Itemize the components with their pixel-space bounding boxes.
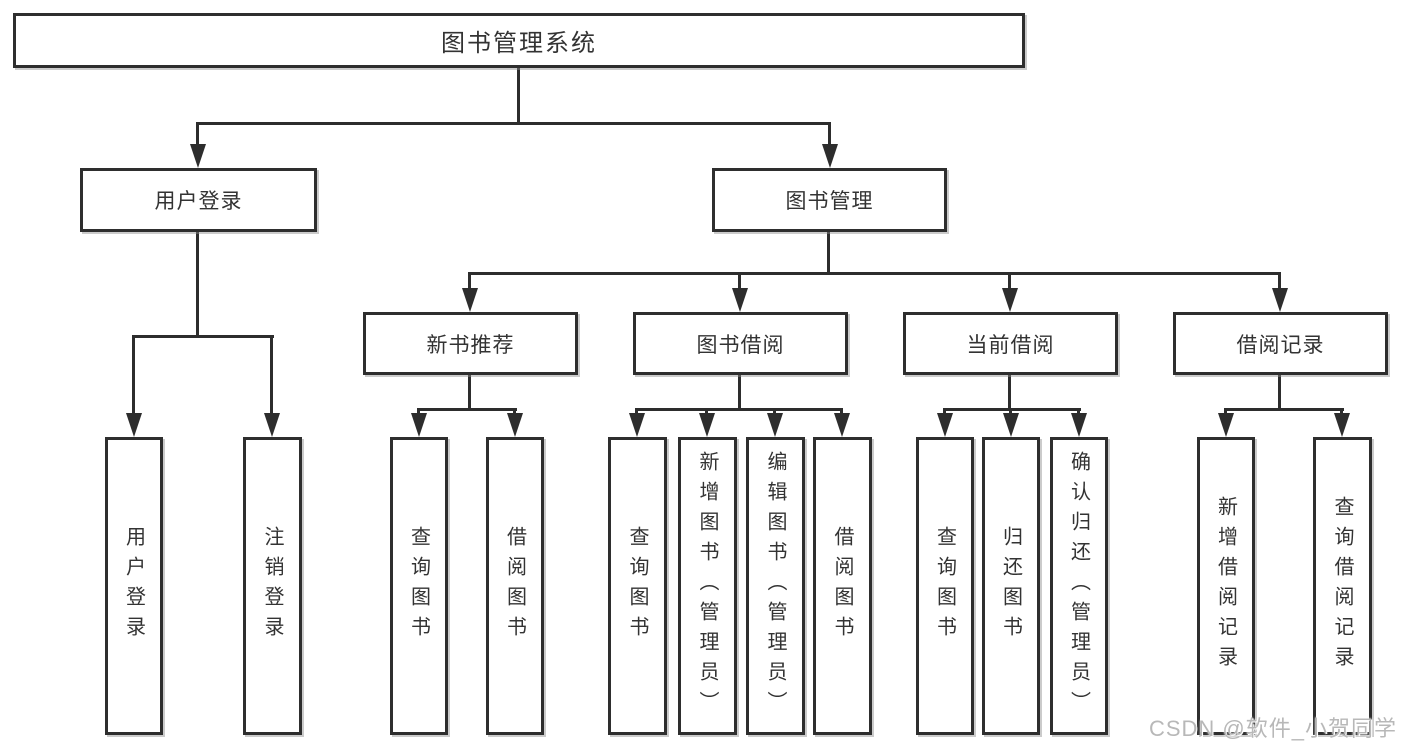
leaf-add-book-admin: 新增图书（管理员） <box>678 437 737 735</box>
connector-split <box>943 408 1081 411</box>
connector-stub <box>1224 408 1227 413</box>
arrowhead <box>834 413 850 437</box>
connector-stub <box>705 408 708 413</box>
leaf-borrow-books: 借阅图书 <box>813 437 872 735</box>
node-library-system: 图书管理系统 <box>13 13 1025 68</box>
arrowhead <box>1272 288 1288 312</box>
connector-stub <box>773 408 776 413</box>
connector-user-split <box>132 335 274 338</box>
arrowhead <box>411 413 427 437</box>
arrowhead <box>937 413 953 437</box>
arrowhead <box>822 144 838 168</box>
csdn-watermark: CSDN @软件_小贺同学 <box>1148 716 1397 741</box>
connector-stem <box>1008 375 1011 408</box>
connector-root-stem <box>517 68 520 122</box>
connector-stub <box>943 408 946 413</box>
connector-stub <box>840 408 843 413</box>
connector-stub <box>270 335 273 413</box>
arrowhead <box>1071 413 1087 437</box>
leaf-borrow-books: 借阅图书 <box>486 437 544 735</box>
node-book-management-branch: 图书管理 <box>712 168 947 232</box>
connector-split <box>417 408 517 411</box>
leaf-query-books: 查询图书 <box>390 437 448 735</box>
arrowhead <box>190 144 206 168</box>
connector-stem <box>1278 375 1281 408</box>
arrowhead <box>126 413 142 437</box>
connector-stub <box>828 122 831 146</box>
leaf-edit-book-admin: 编辑图书（管理员） <box>746 437 805 735</box>
connector-stub <box>635 408 638 413</box>
leaf-query-books: 查询图书 <box>916 437 974 735</box>
leaf-user-login: 用户登录 <box>105 437 163 735</box>
connector-stub <box>1077 408 1080 413</box>
leaf-query-borrow-record: 查询借阅记录 <box>1313 437 1372 735</box>
arrowhead <box>462 288 478 312</box>
connector-stub <box>417 408 420 413</box>
connector-stub <box>468 272 471 288</box>
connector-stub <box>1008 272 1011 288</box>
connector-split <box>635 408 843 411</box>
node-user-login-branch: 用户登录 <box>80 168 317 232</box>
connector-stub <box>738 272 741 288</box>
node-book-borrowing: 图书借阅 <box>633 312 848 375</box>
connector-level1 <box>196 122 831 125</box>
connector-stub <box>1340 408 1343 413</box>
connector-user-stem <box>196 232 199 335</box>
connector-stub <box>1278 272 1281 288</box>
arrowhead <box>732 288 748 312</box>
connector-mgmt-stem <box>827 232 830 272</box>
arrowhead <box>507 413 523 437</box>
leaf-logout: 注销登录 <box>243 437 302 735</box>
connector-stem <box>468 375 471 408</box>
arrowhead <box>1002 288 1018 312</box>
connector-stub <box>513 408 516 413</box>
arrowhead <box>629 413 645 437</box>
arrowhead <box>699 413 715 437</box>
leaf-query-books: 查询图书 <box>608 437 667 735</box>
connector-stub <box>132 335 135 413</box>
connector-split <box>1224 408 1344 411</box>
node-new-book-recommend: 新书推荐 <box>363 312 578 375</box>
connector-level3 <box>468 272 1281 275</box>
arrowhead <box>1003 413 1019 437</box>
arrowhead <box>264 413 280 437</box>
connector-stub <box>196 122 199 146</box>
node-current-borrowing: 当前借阅 <box>903 312 1118 375</box>
connector-stub <box>1009 408 1012 413</box>
node-borrowing-records: 借阅记录 <box>1173 312 1388 375</box>
arrowhead <box>1218 413 1234 437</box>
leaf-return-books: 归还图书 <box>982 437 1040 735</box>
leaf-confirm-return-admin: 确认归还（管理员） <box>1050 437 1108 735</box>
arrowhead <box>767 413 783 437</box>
arrowhead <box>1334 413 1350 437</box>
connector-stem <box>738 375 741 408</box>
leaf-add-borrow-record: 新增借阅记录 <box>1197 437 1255 735</box>
